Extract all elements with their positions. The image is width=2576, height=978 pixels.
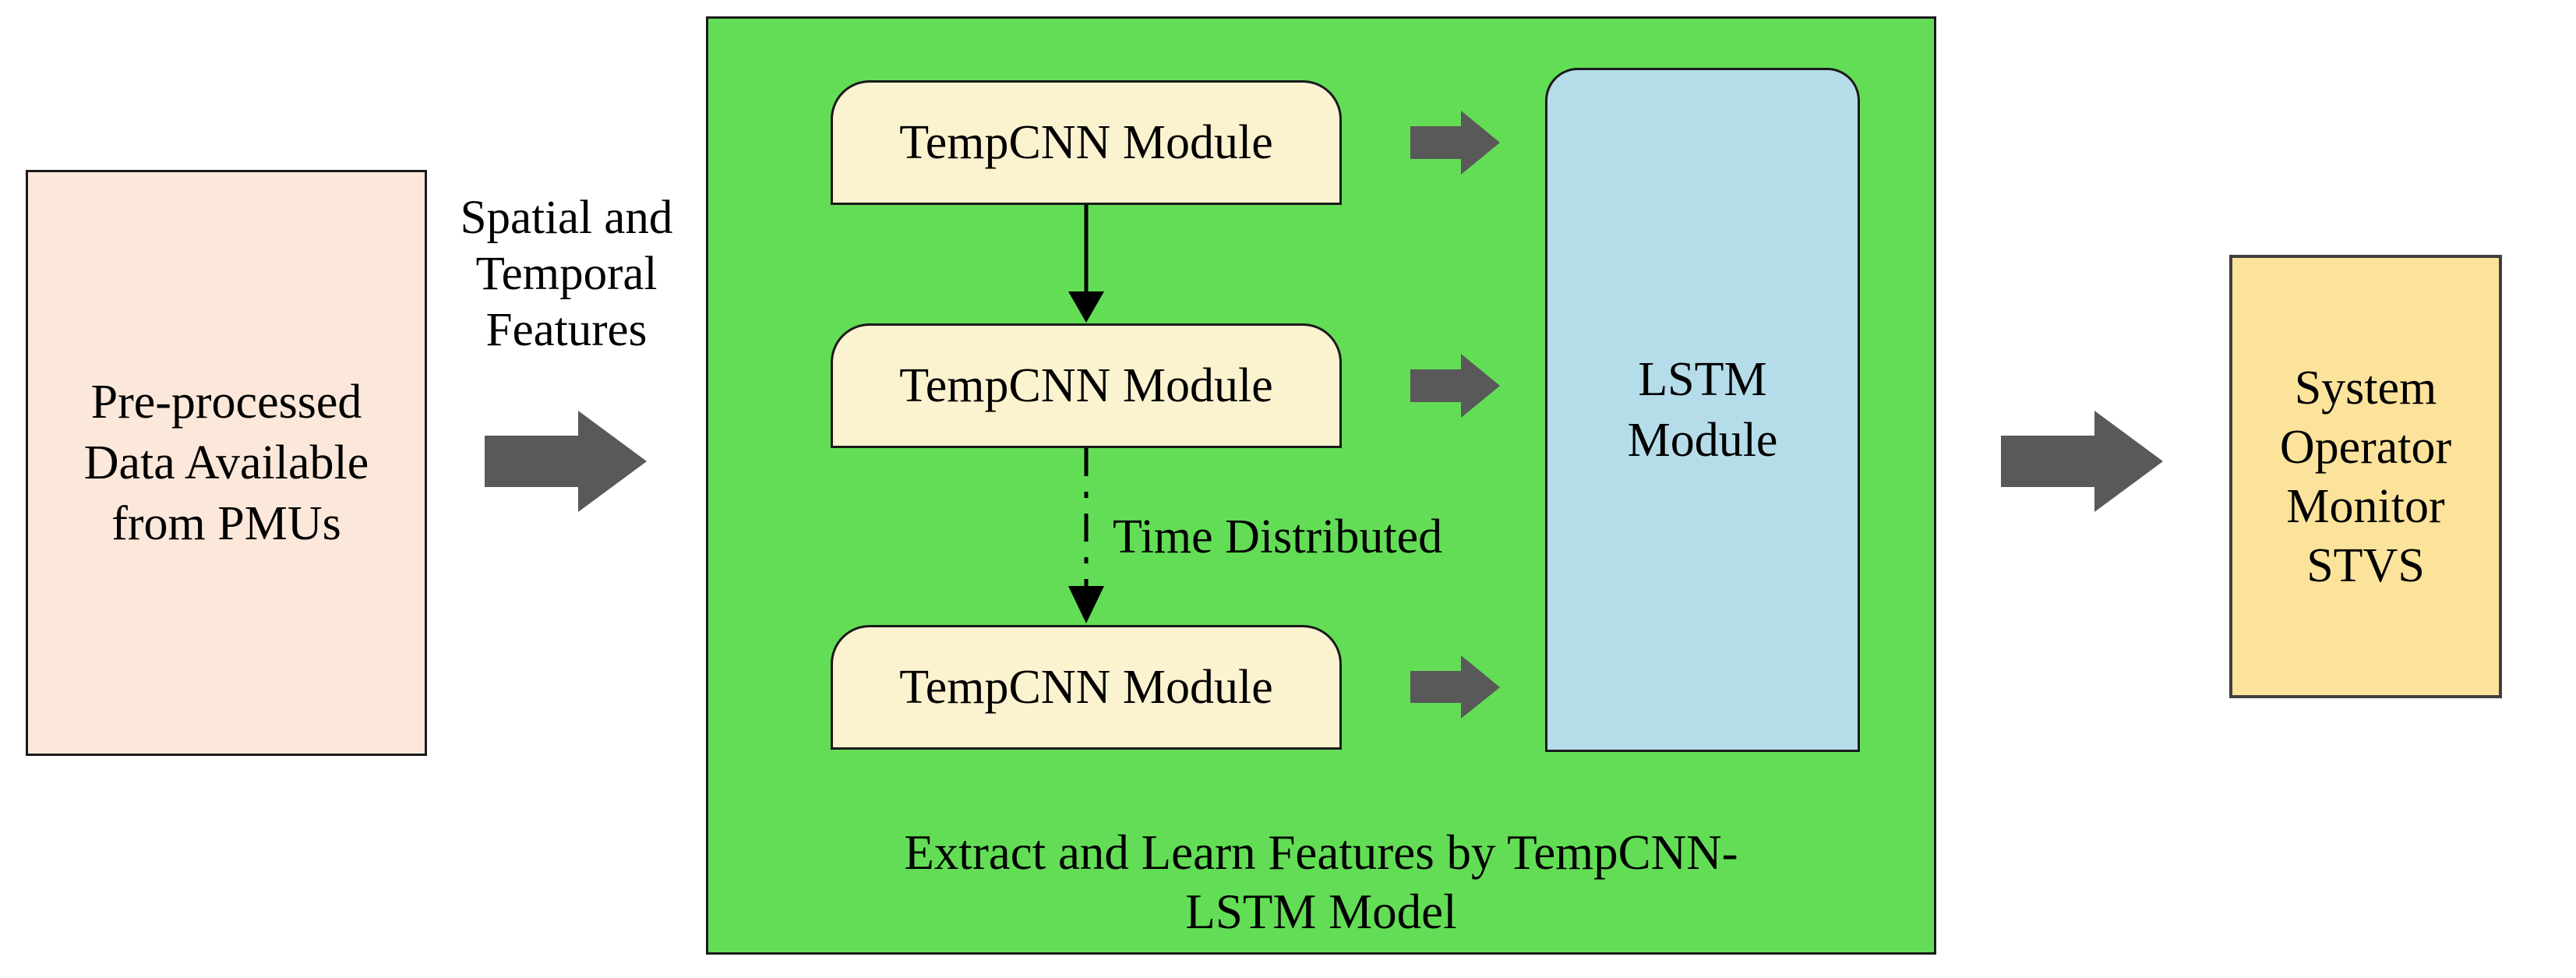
system-operator-box: System Operator Monitor STVS (2229, 255, 2502, 698)
lstm-module-box: LSTM Module (1545, 68, 1860, 752)
system-operator-label: System Operator Monitor STVS (2280, 358, 2451, 595)
output-line2: Operator (2279, 420, 2452, 474)
preprocessed-data-box: Pre-processed Data Available from PMUs (26, 170, 427, 756)
lstm-label-line2: Module (1627, 414, 1778, 467)
preprocessed-data-line1: Pre-processed (90, 376, 362, 429)
right-arrow-icon-input (485, 411, 647, 512)
tempcnn-module-box-3: TempCNN Module (831, 625, 1342, 750)
lstm-module-label: LSTM Module (1628, 349, 1778, 471)
container-caption: Extract and Learn Features by TempCNN- L… (745, 823, 1897, 941)
tempcnn-module-box-1: TempCNN Module (831, 80, 1342, 205)
flow-label-line1: Spatial and (460, 192, 673, 244)
spatial-temporal-features-label: Spatial and Temporal Features (411, 190, 722, 358)
caption-line2: LSTM Model (1185, 884, 1457, 939)
preprocessed-data-label: Pre-processed Data Available from PMUs (84, 372, 369, 554)
preprocessed-data-line3: from PMUs (111, 497, 341, 550)
time-distributed-label: Time Distributed (1113, 510, 1443, 563)
flow-label-line2: Temporal (475, 248, 658, 300)
lstm-label-line1: LSTM (1638, 353, 1767, 406)
flow-label-line3: Features (485, 304, 648, 356)
tempcnn-module-label-1: TempCNN Module (899, 116, 1273, 169)
tempcnn-module-label-2: TempCNN Module (899, 359, 1273, 412)
preprocessed-data-line2: Data Available (83, 436, 369, 489)
tempcnn-module-label-3: TempCNN Module (899, 661, 1273, 714)
output-line4: STVS (2306, 538, 2425, 592)
tempcnn-module-box-2: TempCNN Module (831, 323, 1342, 448)
right-arrow-icon-output (2001, 411, 2163, 512)
output-line3: Monitor (2286, 479, 2445, 533)
output-line1: System (2294, 361, 2437, 415)
caption-line1: Extract and Learn Features by TempCNN- (904, 825, 1738, 880)
